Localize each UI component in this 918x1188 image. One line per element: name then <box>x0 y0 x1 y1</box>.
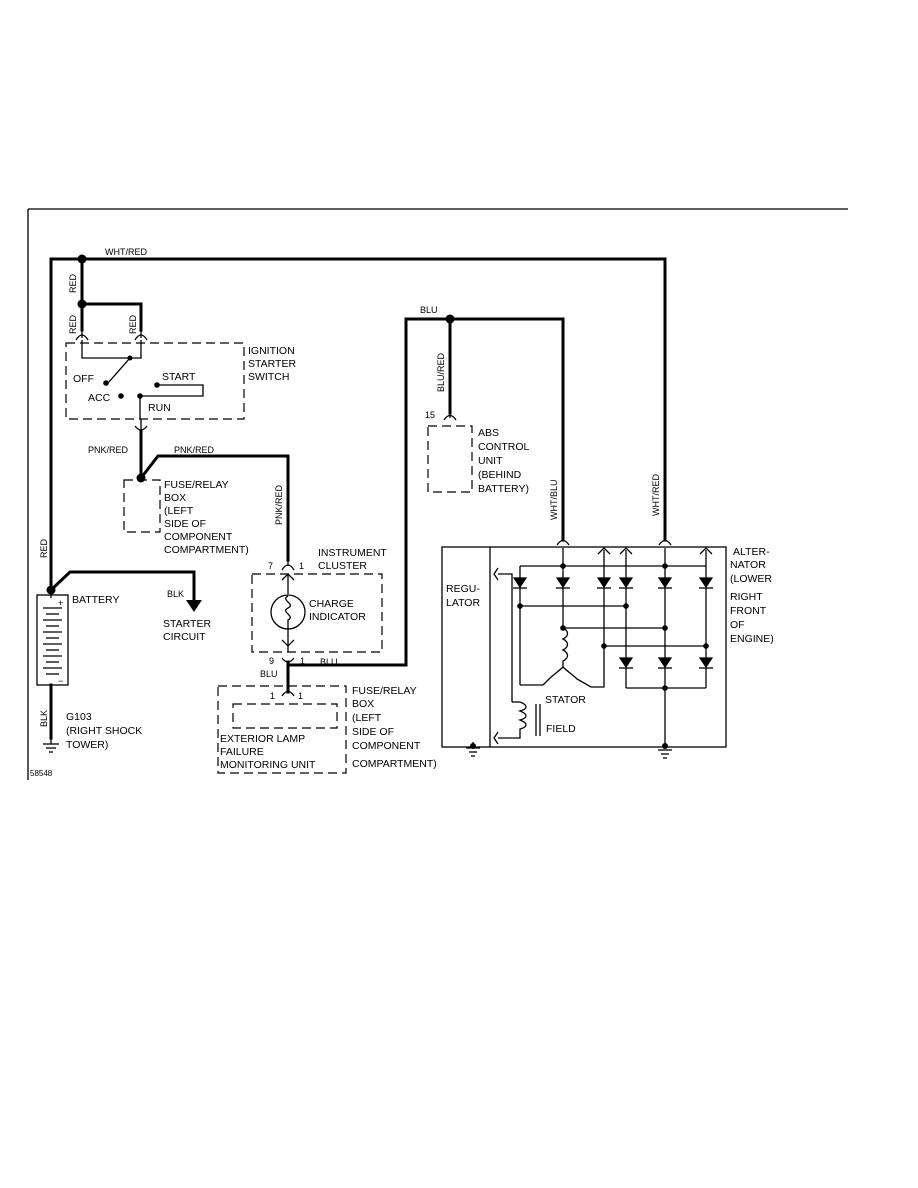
instrument-cluster <box>251 560 383 663</box>
alternator-line5: FRONT <box>730 605 767 617</box>
label-blu-red: BLU/RED <box>436 352 446 392</box>
lamp-line2: FAILURE <box>220 746 264 758</box>
label-red-1: RED <box>68 273 78 293</box>
cluster-pin-1: 1 <box>299 561 304 571</box>
cluster-pin-1b: 1 <box>300 656 305 666</box>
battery-label: BATTERY <box>72 594 119 606</box>
ignition-title-1: IGNITION <box>248 345 295 357</box>
fuse-box-2-line4: SIDE OF <box>352 726 394 738</box>
abs-line2: CONTROL <box>478 441 529 453</box>
figure-id: 58548 <box>30 769 53 778</box>
fuse-box-2-line6: COMPARTMENT) <box>352 758 437 770</box>
ignition-start-label: START <box>162 371 196 383</box>
fuse-box-1-line2: BOX <box>164 492 186 504</box>
ignition-starter-switch <box>65 330 245 432</box>
starter-line2: CIRCUIT <box>163 631 206 643</box>
fuse-box-1-line1: FUSE/RELAY <box>164 479 229 491</box>
label-wht-red-alt: WHT/RED <box>651 474 661 516</box>
alternator-line7: ENGINE) <box>730 633 774 645</box>
starter-line1: STARTER <box>163 618 211 630</box>
stator-label: STATOR <box>545 694 586 706</box>
diagram-frame <box>27 208 848 780</box>
cluster-pin-9: 9 <box>269 656 274 666</box>
ground-line3: TOWER) <box>66 739 108 751</box>
battery-minus: − <box>58 676 63 686</box>
label-red-2: RED <box>68 314 78 334</box>
wire-blk-starter <box>48 570 202 612</box>
label-blu-top: BLU <box>420 305 438 315</box>
ground-line1: G103 <box>66 711 92 723</box>
wire-blu-top <box>289 317 565 667</box>
fuse-box-2-line1: FUSE/RELAY <box>352 685 417 697</box>
label-pnk-red-3: PNK/RED <box>274 484 284 525</box>
label-wht-blu: WHT/BLU <box>549 480 559 521</box>
fuse-box-2-line2: BOX <box>352 698 374 710</box>
ignition-acc-label: ACC <box>88 392 111 404</box>
label-red-battery: RED <box>39 538 49 558</box>
alternator <box>441 539 727 759</box>
label-pnk-red-2: PNK/RED <box>174 445 215 455</box>
alternator-line6: OF <box>730 619 745 631</box>
fuse-box-1-line5: COMPONENT <box>164 531 233 543</box>
battery-symbol <box>36 592 69 686</box>
junction-dots <box>46 254 455 595</box>
cluster-title-2: CLUSTER <box>318 560 367 572</box>
lamp-pin-b: 1 <box>298 691 303 701</box>
lamp-pin-a: 1 <box>270 691 275 701</box>
regulator-line2: LATOR <box>446 597 480 609</box>
charge-indicator-line2: INDICATOR <box>309 611 366 623</box>
ignition-off-label: OFF <box>73 373 94 385</box>
ignition-title-2: STARTER <box>248 358 296 370</box>
abs-pin: 15 <box>425 410 435 420</box>
alternator-line2: NATOR <box>730 559 766 571</box>
fuse-box-1-line6: COMPARTMENT) <box>164 544 249 556</box>
fuse-relay-box-1 <box>123 479 161 533</box>
alternator-line3: (LOWER <box>730 573 772 585</box>
label-blk-ground: BLK <box>39 710 49 727</box>
fuse-box-1-line3: (LEFT <box>164 505 194 517</box>
wire-wht-red-top <box>49 257 667 594</box>
exterior-lamp-failure-monitoring-unit <box>217 685 347 774</box>
abs-line4: (BEHIND <box>478 469 522 481</box>
abs-line3: UNIT <box>478 455 503 467</box>
ignition-title-3: SWITCH <box>248 371 289 383</box>
alternator-line1: ALTER- <box>733 546 770 558</box>
label-blu-cluster: BLU <box>320 657 338 667</box>
battery-plus: + <box>58 598 63 608</box>
lamp-line1: EXTERIOR LAMP <box>220 733 305 745</box>
label-wht-red-top: WHT/RED <box>105 247 147 257</box>
field-label: FIELD <box>546 723 576 735</box>
wire-pnk-red <box>138 430 290 562</box>
cluster-title-1: INSTRUMENT <box>318 547 387 559</box>
fuse-box-2-line3: (LEFT <box>352 712 382 724</box>
abs-line5: BATTERY) <box>478 483 529 495</box>
label-red-3: RED <box>128 314 138 334</box>
lamp-line3: MONITORING UNIT <box>220 759 316 771</box>
charge-indicator-line1: CHARGE <box>309 598 354 610</box>
label-blu-lamp: BLU <box>260 669 278 679</box>
label-pnk-red-1: PNK/RED <box>88 445 129 455</box>
ground-line2: (RIGHT SHOCK <box>66 725 142 737</box>
ground-g103-icon <box>43 738 59 753</box>
fuse-box-2-line5: COMPONENT <box>352 740 421 752</box>
label-blk-starter: BLK <box>167 589 184 599</box>
fuse-box-1-line4: SIDE OF <box>164 518 206 530</box>
ignition-run-label: RUN <box>148 402 171 414</box>
abs-line1: ABS <box>478 427 499 439</box>
alternator-line4: RIGHT <box>730 591 763 603</box>
cluster-pin-7: 7 <box>268 561 273 571</box>
regulator-line1: REGU- <box>446 583 480 595</box>
abs-control-unit <box>427 413 473 493</box>
